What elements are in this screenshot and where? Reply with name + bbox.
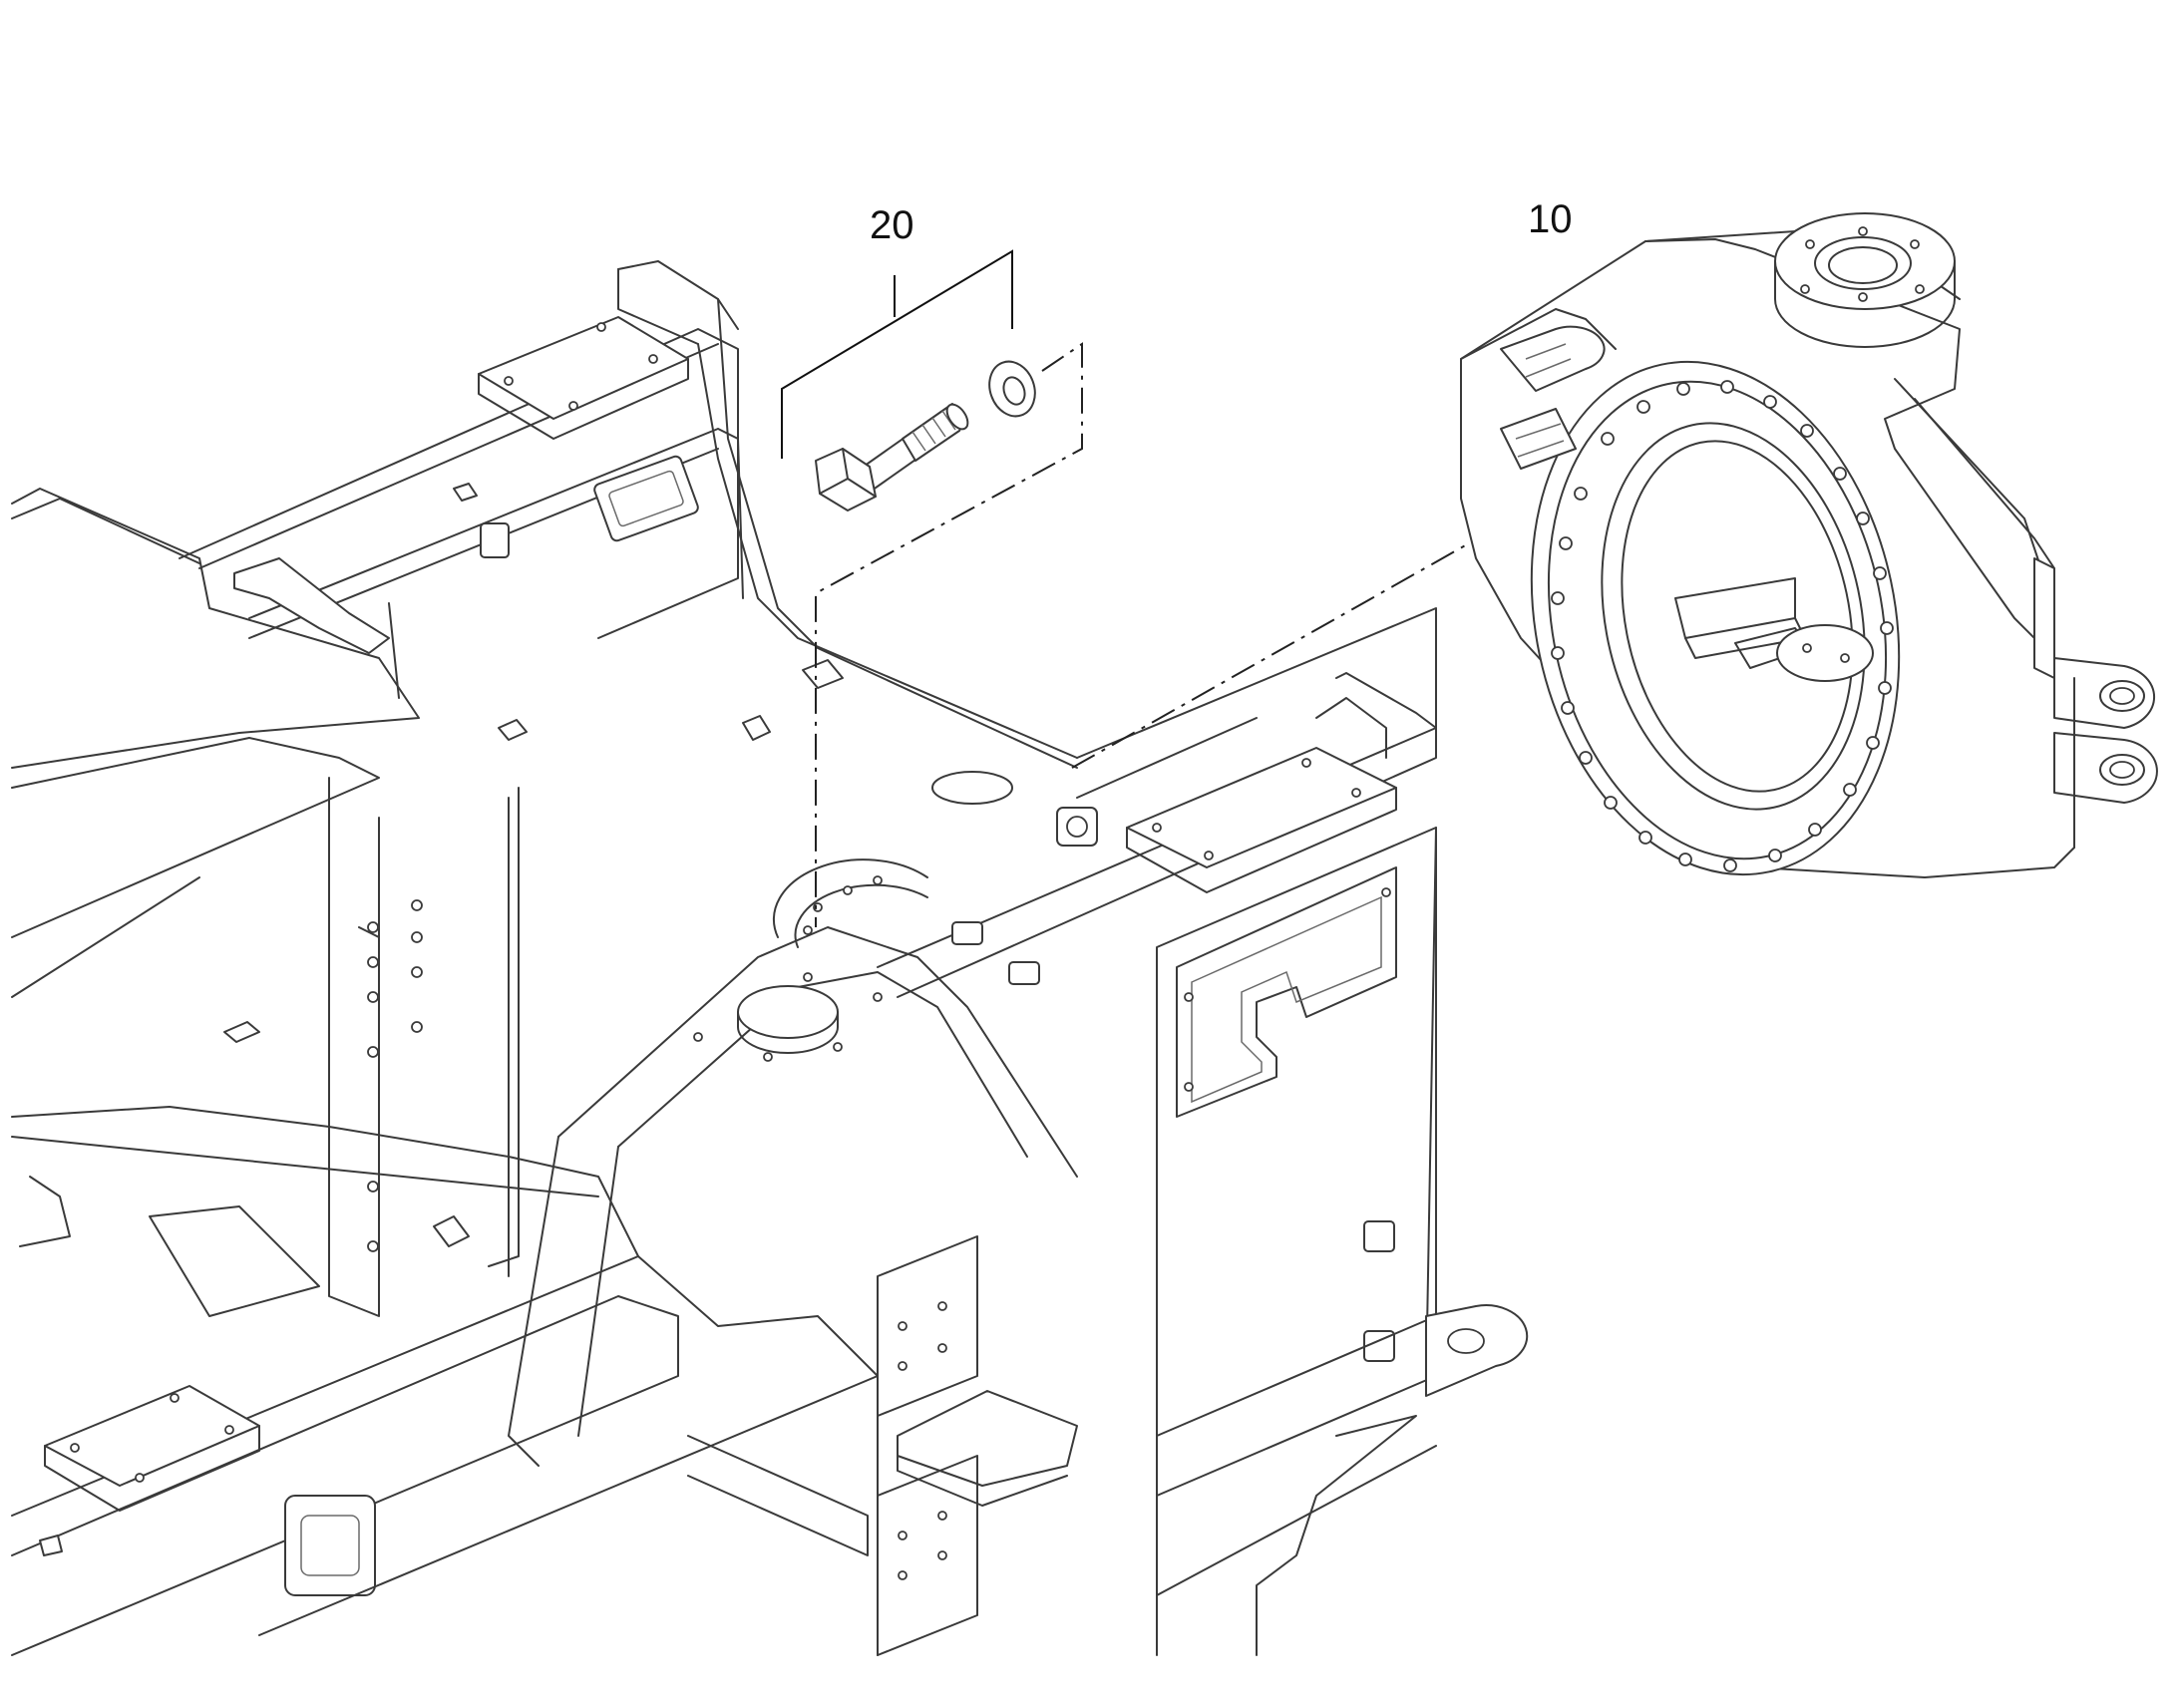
assembly-centerline-10 <box>1071 453 1629 769</box>
bolt-and-washer-part-20 <box>815 360 1036 512</box>
chassis-frame <box>11 260 1529 1656</box>
axle-housing-part-10 <box>1460 212 2158 878</box>
callout-20-leader <box>781 249 1013 459</box>
callout-label-20: 20 <box>870 203 914 247</box>
assembly-centerline-20 <box>815 342 1083 927</box>
callout-label-10: 10 <box>1528 197 1573 241</box>
